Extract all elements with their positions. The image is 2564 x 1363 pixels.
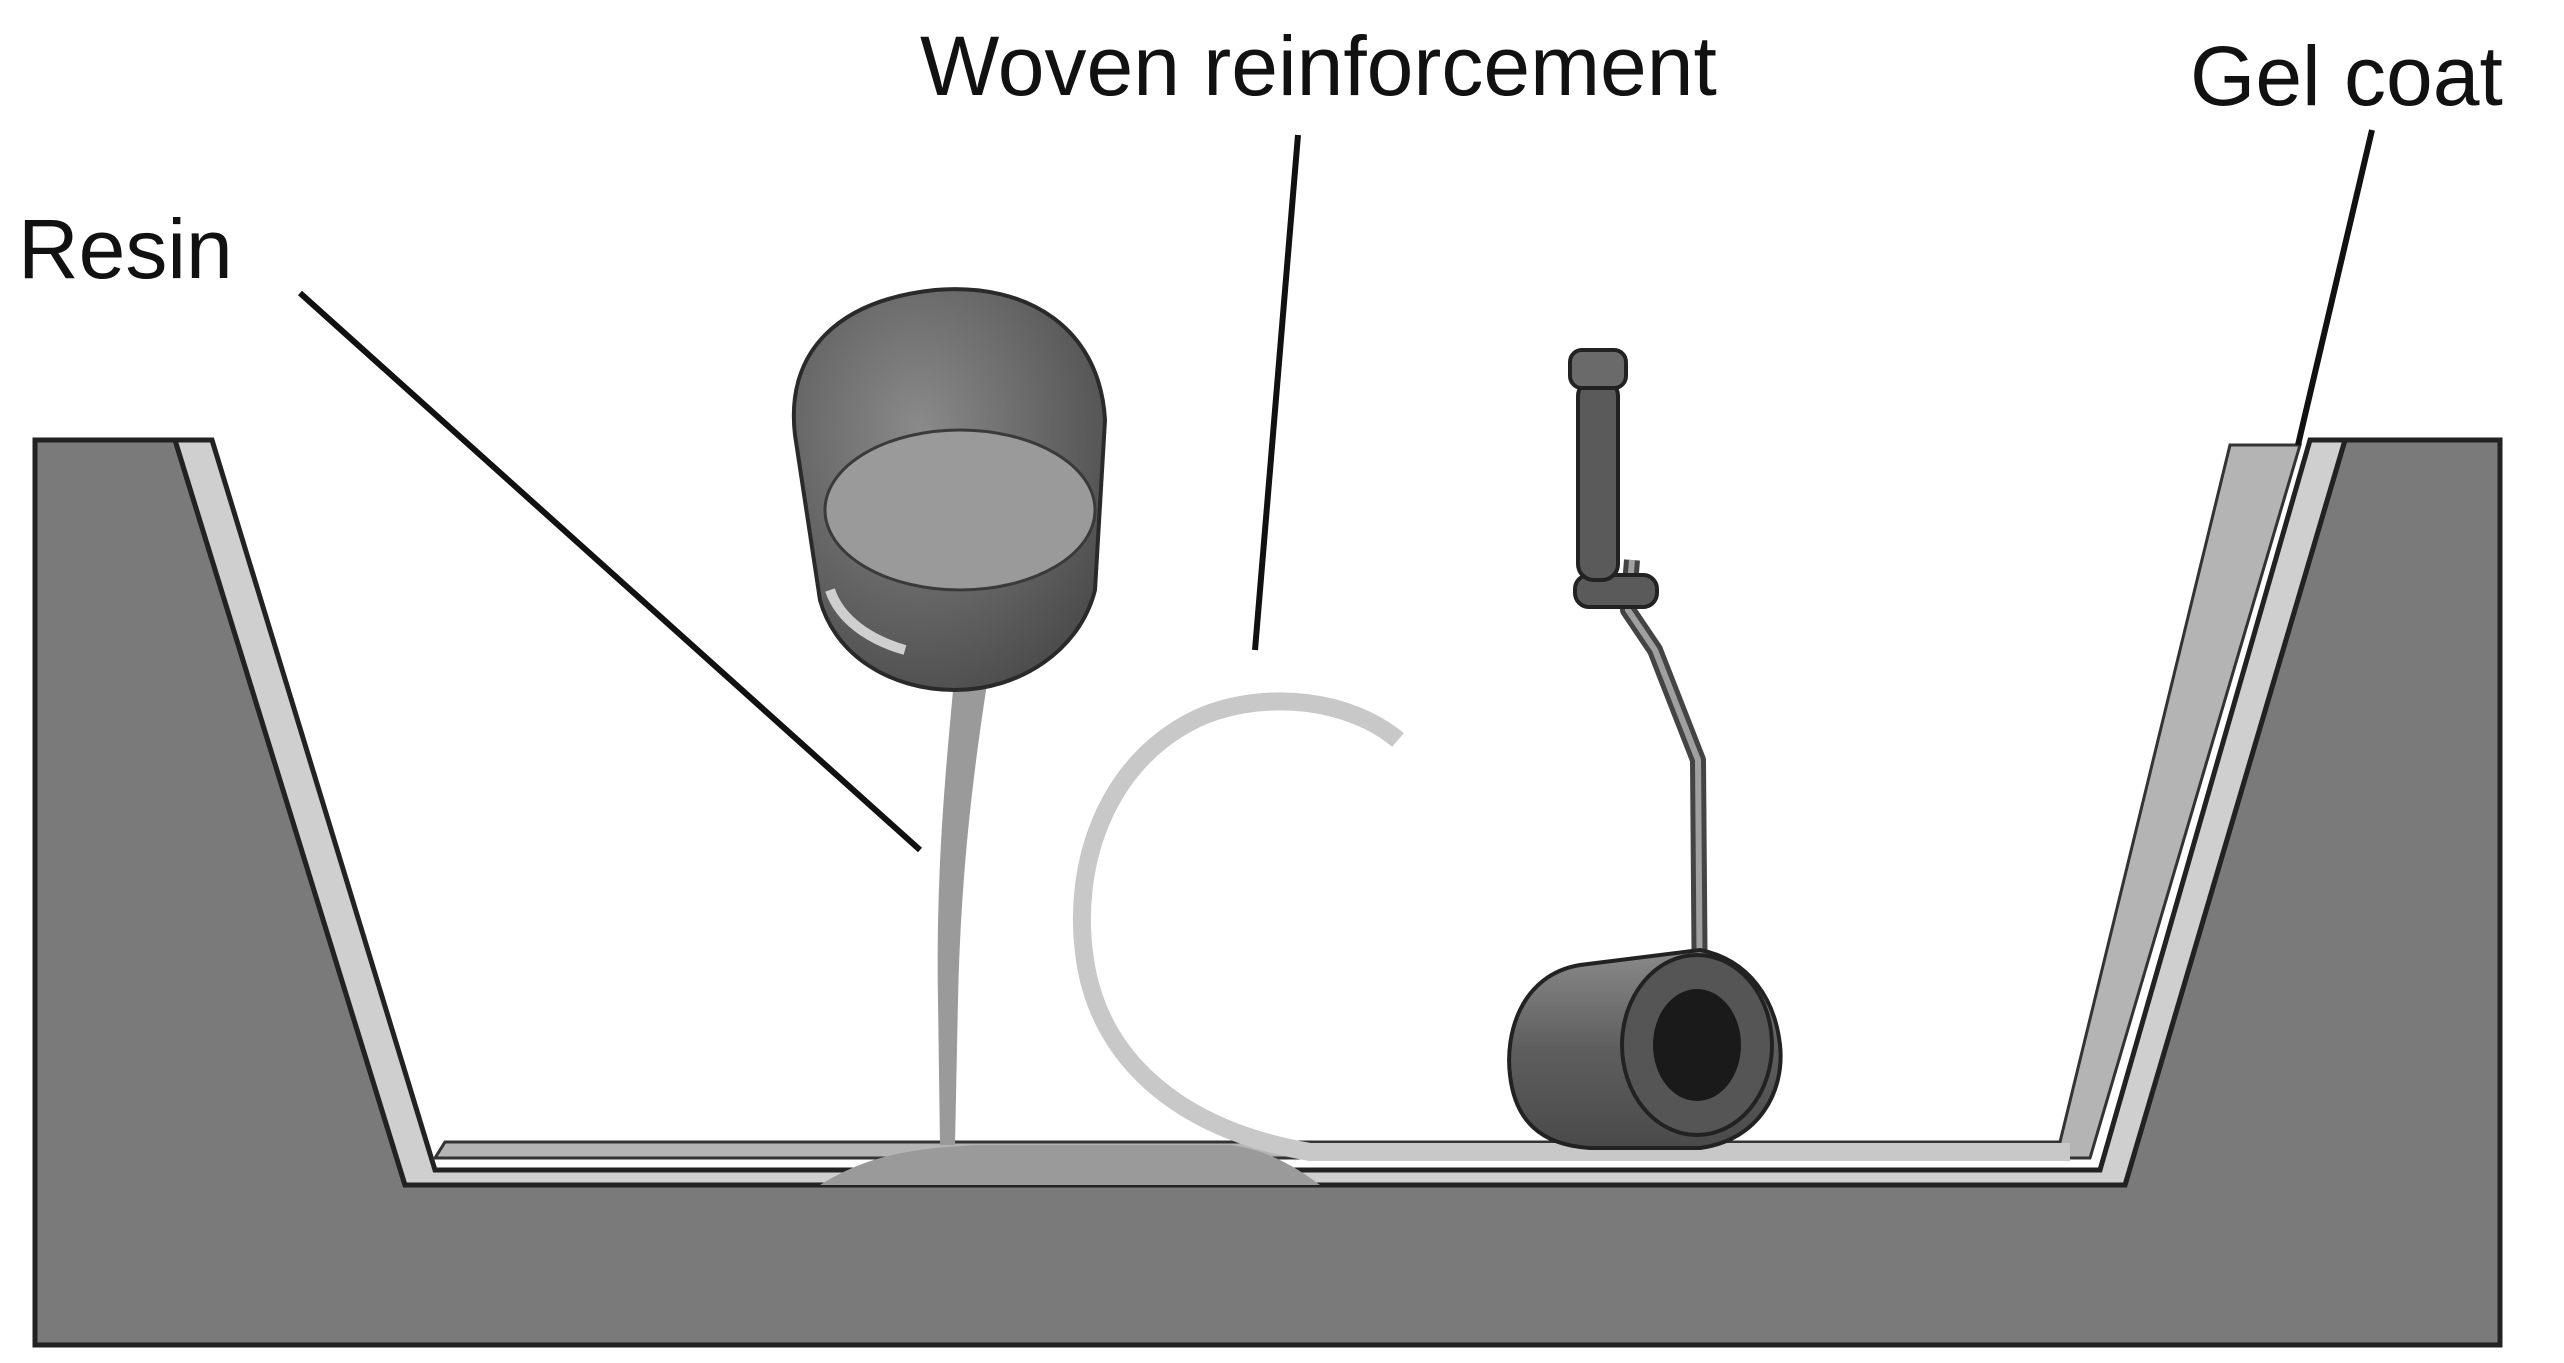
woven-reinforcement-label: Woven reinforcement: [920, 19, 1717, 113]
resin-stream: [937, 600, 1000, 1145]
resin-leader-line: [297, 290, 923, 853]
laminate-layer: [432, 443, 2303, 1160]
woven-reinforcement-sheet: [1073, 692, 2070, 1161]
resin-label: Resin: [18, 202, 233, 296]
gel-coat-leader-line: [2295, 129, 2375, 446]
paint-roller-icon: [1507, 348, 1783, 1150]
resin-puddle: [820, 1145, 1320, 1185]
resin-pot-icon: [791, 287, 1108, 693]
woven-reinforcement-leader-line: [1252, 134, 1301, 651]
gel-coat-label: Gel coat: [2190, 29, 2503, 123]
gel-coat-layer: [171, 437, 2349, 1188]
